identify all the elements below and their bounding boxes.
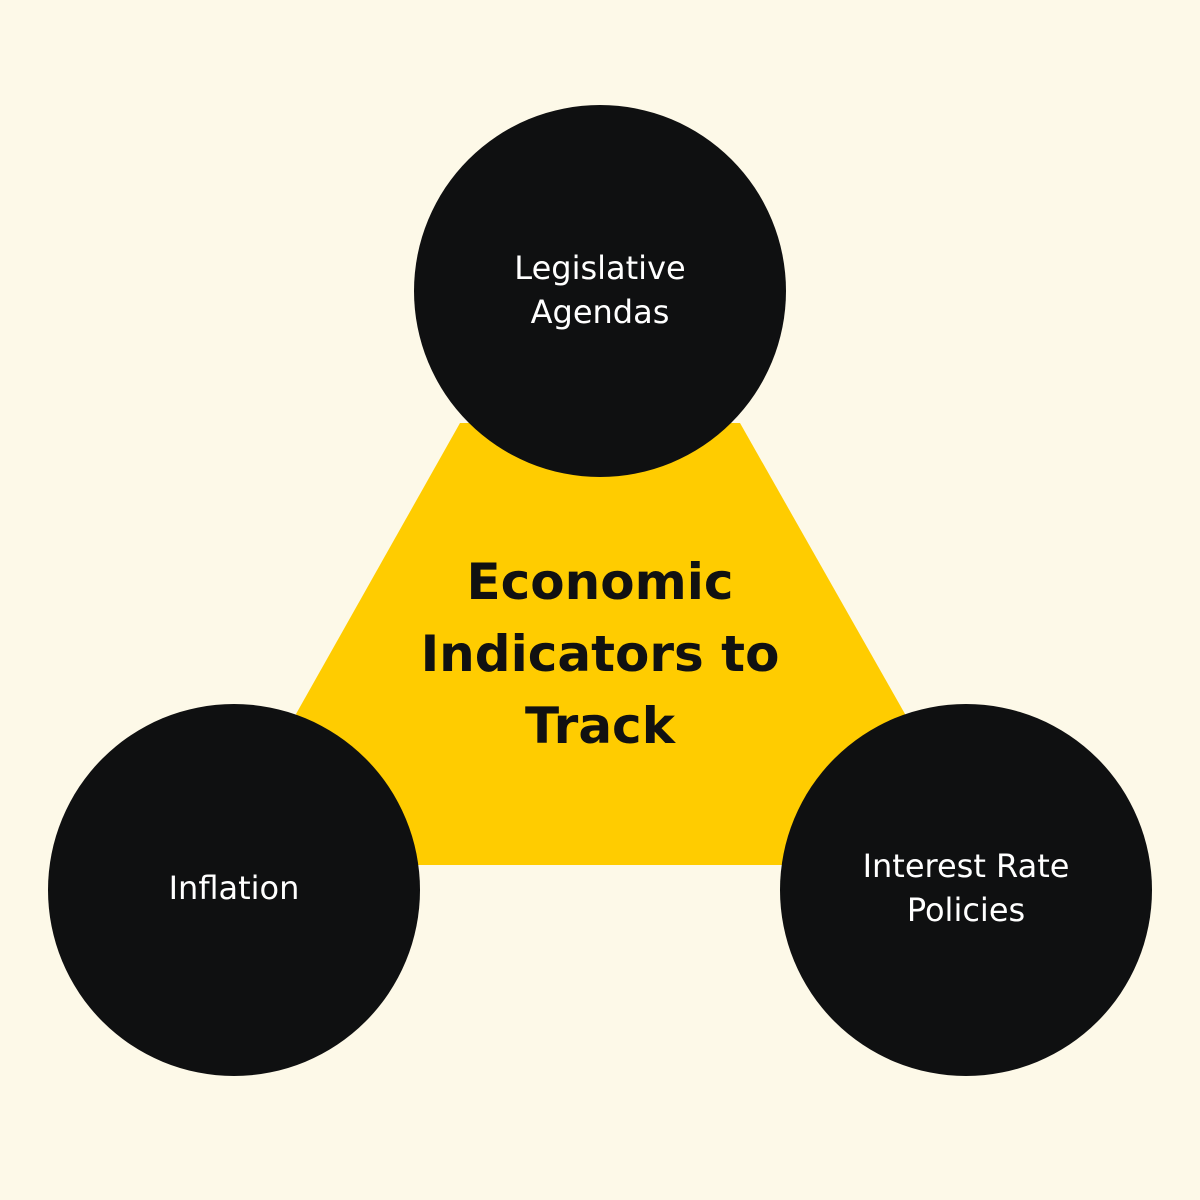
title-line: Economic [466,553,734,611]
node-label-line: Agendas [530,293,670,331]
title-line: Track [525,697,675,755]
node-label-interest-rate-policies: Interest Rate Policies [796,844,1136,932]
title-line: Indicators to [420,625,780,683]
node-circle-right [780,704,1152,1076]
node-label-line: Legislative [514,249,686,287]
center-triangle [296,423,905,865]
node-label-line: Policies [906,891,1026,929]
node-label-line: Inflation [168,869,300,907]
node-label-legislative-agendas: Legislative Agendas [430,246,770,334]
node-label-line: Interest Rate [862,847,1070,885]
node-circle-top [414,105,786,477]
node-label-inflation: Inflation [64,866,404,910]
node-circle-left [48,704,420,1076]
diagram-title: Economic Indicators to Track [360,546,840,762]
